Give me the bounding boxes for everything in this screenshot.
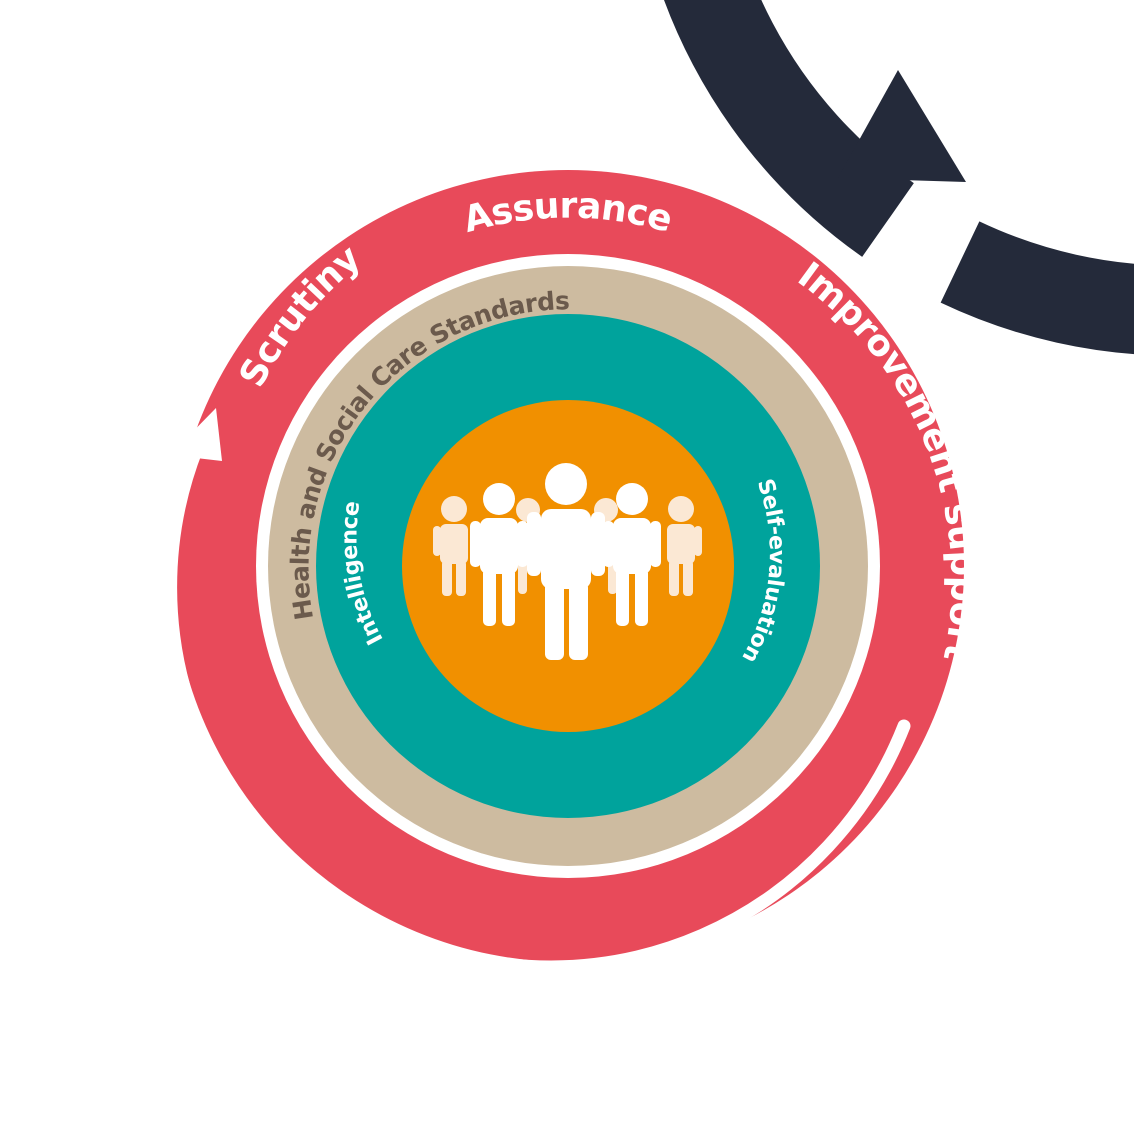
red-cycle-arc	[164, 441, 911, 974]
outer-cycle-arrow	[664, 0, 1134, 355]
outer-arrow-head	[838, 70, 966, 182]
red-cycle-arrow	[164, 408, 911, 974]
people-group-icon	[433, 463, 702, 660]
red-cycle-arrow-head	[170, 408, 222, 461]
policy-and-practice-label: Policy and practice	[22, 292, 142, 676]
